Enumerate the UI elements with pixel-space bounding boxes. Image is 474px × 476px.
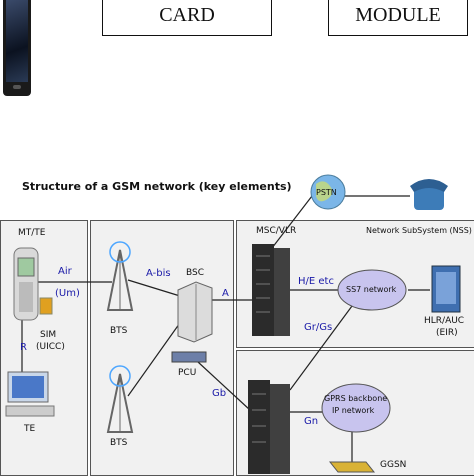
link-bts1-bsc xyxy=(127,279,181,297)
mt-te-label: MT/TE xyxy=(18,228,46,238)
pcu-label: PCU xyxy=(178,368,197,378)
pstn-globe-icon xyxy=(310,174,346,210)
msc-rack-icon xyxy=(252,244,290,336)
ggsn-router-icon xyxy=(328,461,376,473)
link-ss7-sgsn xyxy=(289,305,353,391)
gprs-line1-label: GPRS backbone xyxy=(324,394,388,403)
card-box: CARD xyxy=(102,0,272,36)
telephone-icon xyxy=(410,179,448,210)
nss-label: Network SubSystem (NSS) xyxy=(366,226,472,235)
module-box: MODULE xyxy=(328,0,468,36)
diagram-title: Structure of a GSM network (key elements… xyxy=(22,180,292,193)
bts-1-label: BTS xyxy=(110,326,128,336)
gprs-backbone-cloud xyxy=(321,383,391,433)
phone-image xyxy=(3,0,31,96)
bsc-label: BSC xyxy=(186,268,205,278)
sim-label: SIM xyxy=(40,330,57,340)
pstn-label: PSTN xyxy=(316,188,337,197)
ss7-network-cloud xyxy=(337,269,407,311)
te-computer-icon xyxy=(5,371,55,417)
air-interface-label: Air xyxy=(58,266,72,277)
a-interface-label: A xyxy=(222,288,229,299)
abis-interface-label: A-bis xyxy=(146,268,171,279)
te-label: TE xyxy=(24,424,36,434)
grgs-interface-label: Gr/Gs xyxy=(304,322,333,333)
sgsn-rack-icon xyxy=(248,380,290,474)
bts-tower-1-icon xyxy=(106,241,134,311)
eir-label: (EIR) xyxy=(436,328,458,338)
gprs-line2-label: IP network xyxy=(332,406,375,415)
hlr-book-icon xyxy=(431,265,461,313)
bts-tower-2-icon xyxy=(106,365,134,433)
um-interface-label: (Um) xyxy=(55,288,80,299)
link-msc-pstn xyxy=(271,195,313,249)
gb-interface-label: Gb xyxy=(212,388,227,399)
gn-interface-label: Gn xyxy=(304,416,319,427)
phone-screen xyxy=(6,0,28,82)
phone-button xyxy=(13,85,21,89)
he-interface-label: H/E etc xyxy=(298,276,334,287)
r-interface-label: R xyxy=(20,342,27,353)
sim-card-icon xyxy=(39,297,53,315)
mt-handset-icon xyxy=(13,247,39,321)
module-label: MODULE xyxy=(355,3,441,26)
ss7-label: SS7 network xyxy=(346,285,397,294)
msc-vlr-label: MSC/VLR xyxy=(256,226,297,236)
ggsn-label: GGSN xyxy=(380,460,407,470)
uicc-label: (UICC) xyxy=(36,342,65,352)
bsc-server-icon xyxy=(177,281,213,343)
link-bts2-bsc xyxy=(127,319,183,397)
hlr-auc-label: HLR/AUC xyxy=(424,316,465,326)
pcu-device-icon xyxy=(171,351,207,363)
bts-2-label: BTS xyxy=(110,438,128,448)
link-pcu-sgsn xyxy=(197,361,251,411)
card-label: CARD xyxy=(159,3,215,26)
